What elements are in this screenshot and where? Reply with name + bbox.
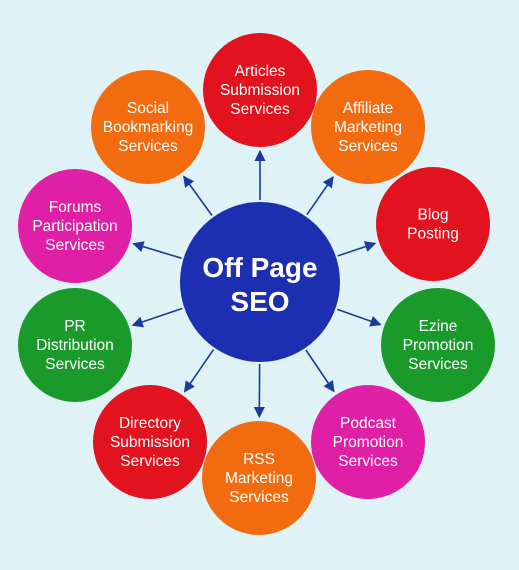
arrows	[131, 149, 382, 419]
node-label-social-bookmarking-services-line-3: Services	[118, 138, 178, 155]
node-circle-directory-submission-services	[93, 385, 207, 499]
node-circle-forums-participation-services	[18, 169, 132, 283]
node-label-forums-participation-services-line-3: Services	[45, 237, 105, 254]
arrow-to-podcast-promotion-services	[305, 349, 335, 393]
node-label-ezine-promotion-services-line-2: Promotion	[403, 337, 474, 354]
node-label-ezine-promotion-services-line-1: Ezine	[419, 318, 458, 335]
center-title-line-1: Off Page	[202, 252, 317, 283]
node-label-directory-submission-services-line-3: Services	[120, 453, 180, 470]
node-label-directory-submission-services-line-1: Directory	[119, 415, 181, 432]
arrow-to-ezine-promotion-services	[337, 308, 382, 327]
node-label-pr-distribution-services-line-2: Distribution	[36, 337, 114, 354]
node-circle-articles-submission-services	[203, 33, 317, 147]
arrow-to-blog-posting	[337, 241, 377, 257]
node-label-rss-marketing-services-line-2: Marketing	[225, 470, 293, 487]
node-label-affiliate-marketing-services-line-2: Marketing	[334, 119, 402, 136]
node-label-pr-distribution-services-line-1: PR	[64, 318, 86, 335]
node-circle-social-bookmarking-services	[91, 70, 205, 184]
center-hub: Off Page SEO	[180, 202, 340, 362]
node-circle-pr-distribution-services	[18, 288, 132, 402]
node-label-articles-submission-services-line-2: Submission	[220, 82, 300, 99]
node-label-rss-marketing-services-line-1: RSS	[243, 451, 275, 468]
node-label-blog-posting-line-1: Blog	[417, 207, 448, 224]
node-circle-blog-posting	[376, 167, 490, 281]
center-title-line-2: SEO	[230, 286, 289, 317]
node-label-ezine-promotion-services-line-3: Services	[408, 356, 468, 373]
node-label-directory-submission-services-line-2: Submission	[110, 434, 190, 451]
node-label-rss-marketing-services-line-3: Services	[229, 489, 289, 506]
node-label-articles-submission-services-line-1: Articles	[235, 63, 286, 80]
node-label-social-bookmarking-services-line-2: Bookmarking	[103, 119, 193, 136]
node-circle-affiliate-marketing-services	[311, 70, 425, 184]
node-label-podcast-promotion-services-line-2: Promotion	[333, 434, 404, 451]
node-label-podcast-promotion-services-line-3: Services	[338, 453, 398, 470]
node-circle-ezine-promotion-services	[381, 288, 495, 402]
node-label-articles-submission-services-line-3: Services	[230, 101, 290, 118]
arrow-to-affiliate-marketing-services	[306, 176, 334, 216]
node-label-pr-distribution-services-line-3: Services	[45, 356, 105, 373]
node-label-blog-posting-line-2: Posting	[407, 226, 459, 243]
node-label-social-bookmarking-services-line-1: Social	[127, 100, 169, 117]
center-circle	[180, 202, 340, 362]
node-label-affiliate-marketing-services-line-3: Services	[338, 138, 398, 155]
node-label-forums-participation-services-line-2: Participation	[32, 218, 117, 235]
node-label-forums-participation-services-line-1: Forums	[49, 199, 102, 216]
node-label-podcast-promotion-services-line-1: Podcast	[340, 415, 397, 432]
node-circle-podcast-promotion-services	[311, 385, 425, 499]
node-circle-rss-marketing-services	[202, 421, 316, 535]
arrow-to-social-bookmarking-services	[183, 175, 213, 216]
arrow-to-directory-submission-services	[183, 349, 215, 393]
arrow-to-pr-distribution-services	[131, 307, 183, 328]
arrow-to-forums-participation-services	[132, 241, 182, 259]
node-label-affiliate-marketing-services-line-1: Affiliate	[343, 100, 394, 117]
